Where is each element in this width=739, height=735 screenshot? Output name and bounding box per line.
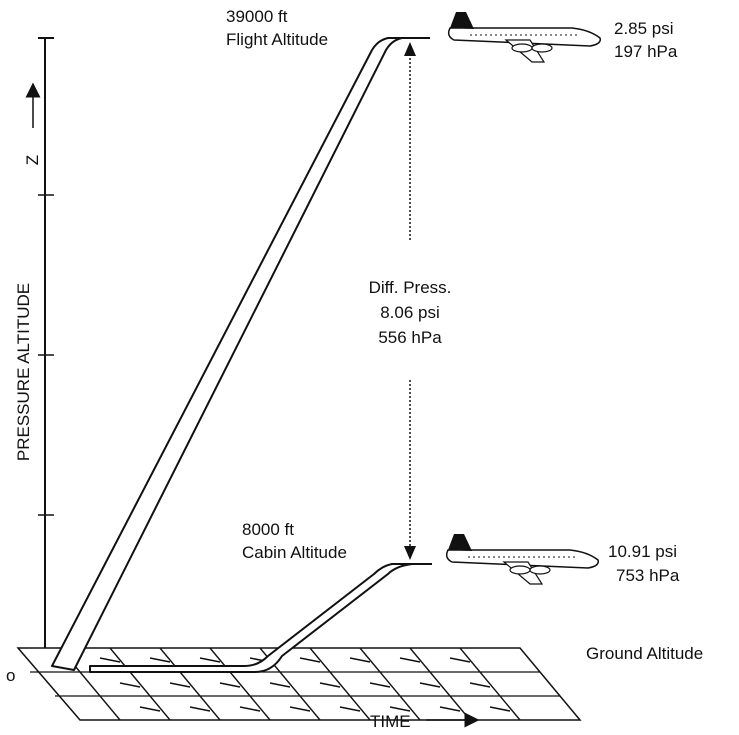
cabin-pressure-hpa: 753 hPa [616,566,680,585]
flight-pressure-hpa: 197 hPa [614,42,678,61]
flight-altitude-value: 39000 ft [226,7,288,26]
flight-pressure-psi: 2.85 psi [614,19,674,38]
origin-label: o [6,666,16,685]
ground-altitude-label: Ground Altitude [586,644,704,663]
cabin-altitude-profile [89,563,432,673]
y-axis-label: PRESSURE ALTITUDE [14,282,33,462]
cabin-altitude-caption: Cabin Altitude [242,543,347,562]
z-axis-label: Z [23,154,42,166]
cabin-altitude-value: 8000 ft [242,520,294,539]
x-axis-label: TIME [370,712,411,731]
diff-pressure-title: Diff. Press. [368,278,452,297]
differential-pressure-arrow [404,42,416,560]
flight-altitude-caption: Flight Altitude [226,30,329,49]
cabin-pressure-psi: 10.91 psi [608,542,677,561]
y-axis [25,37,54,648]
flight-altitude-profile [51,37,430,671]
aircraft-cabin-icon [445,534,600,585]
ground-grid [16,647,582,721]
diff-pressure-hpa: 556 hPa [378,328,442,347]
aircraft-flight-icon [447,12,602,63]
diff-pressure-psi: 8.06 psi [380,303,440,322]
